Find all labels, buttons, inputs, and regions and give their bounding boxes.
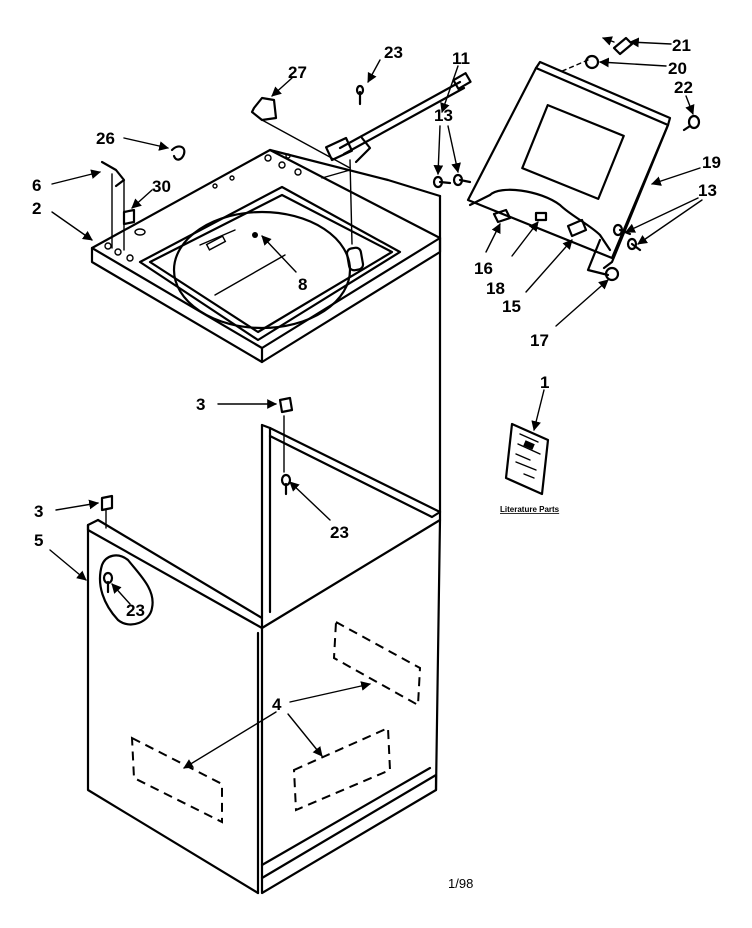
callout-8: 8: [298, 275, 307, 294]
callout-3-top: 3: [196, 395, 205, 414]
washer-top: [90, 148, 442, 364]
callout-6: 6: [32, 176, 41, 195]
callout-16: 16: [474, 259, 493, 278]
callout-20: 20: [668, 59, 687, 78]
callout-30: 30: [152, 177, 171, 196]
callout-18: 18: [486, 279, 505, 298]
callout-23-front: 23: [126, 601, 145, 620]
part-6-clip: [100, 160, 126, 188]
callout-2: 2: [32, 199, 41, 218]
literature-parts: [504, 422, 550, 496]
callout-15: 15: [502, 297, 521, 316]
part-27-bracket: [250, 96, 278, 122]
cabinet: [86, 194, 442, 895]
callout-26: 26: [96, 129, 115, 148]
callout-22: 22: [674, 78, 693, 97]
callout-19: 19: [702, 153, 721, 172]
part-3-clip-left: [100, 494, 114, 512]
leader-lines: [49, 36, 703, 769]
callout-23-top: 23: [384, 43, 403, 62]
callout-13a: 13: [434, 106, 453, 125]
console-hardware: [432, 36, 701, 282]
callout-13b: 13: [698, 181, 717, 200]
wire-harness: [321, 72, 472, 245]
date-code: 1/98: [448, 876, 473, 891]
callout-5: 5: [34, 531, 43, 550]
part-3-clip-top: [278, 396, 294, 414]
callout-labels: 21 20 22 19 13 13 16 18 15 17 11 23 27 2…: [32, 36, 721, 714]
callout-11: 11: [452, 49, 470, 68]
callout-17: 17: [530, 331, 549, 350]
callout-3-left: 3: [34, 502, 43, 521]
part-30: [122, 208, 136, 226]
part-26-clip: [170, 145, 186, 161]
front-access-hole: [98, 554, 154, 626]
callout-27: 27: [288, 63, 307, 82]
callout-21: 21: [672, 36, 691, 55]
callout-23-mid: 23: [330, 523, 349, 542]
cabinet-pads: [130, 620, 422, 824]
callout-1: 1: [540, 373, 549, 392]
literature-parts-label: Literature Parts: [500, 505, 560, 514]
console-panel: [466, 60, 672, 277]
callout-4: 4: [272, 695, 282, 714]
